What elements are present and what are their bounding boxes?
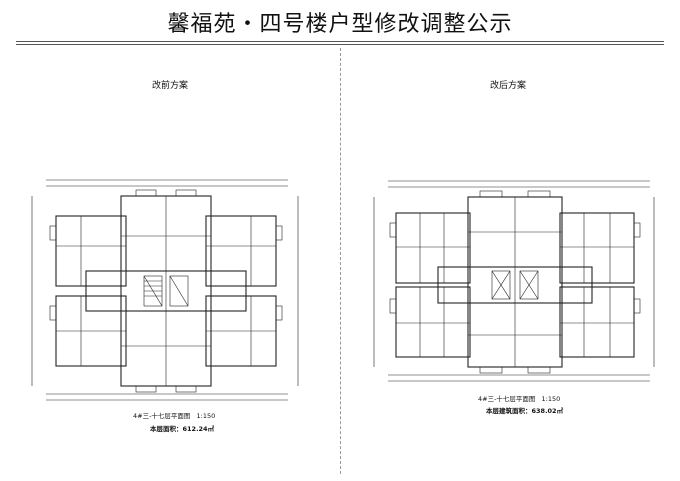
after-plan-title: 4#三-十七层平面图 — [478, 395, 536, 403]
before-plan-scale: 1:150 — [196, 412, 216, 420]
before-plan-area: 本层面积：612.24㎡ — [150, 425, 215, 433]
page-title: 馨福苑・四号楼户型修改调整公示 — [167, 12, 513, 37]
after-floor-plan — [373, 180, 655, 382]
before-floor-plan — [31, 179, 299, 401]
after-plan-scale: 1:150 — [541, 395, 561, 403]
after-plan-area: 本层建筑面积：638.02㎡ — [486, 407, 564, 415]
before-plan-caption: 4#三-十七层平面图 1:150 — [133, 410, 215, 420]
after-plan-caption: 4#三-十七层平面图 1:150 — [478, 393, 560, 403]
panel-divider — [340, 48, 341, 474]
title-rule-top — [16, 41, 664, 42]
before-plan-label: 改前方案 — [152, 81, 189, 91]
after-plan-label: 改后方案 — [490, 81, 527, 91]
before-plan-title: 4#三-十七层平面图 — [133, 412, 191, 420]
title-rule-bottom — [16, 44, 664, 45]
